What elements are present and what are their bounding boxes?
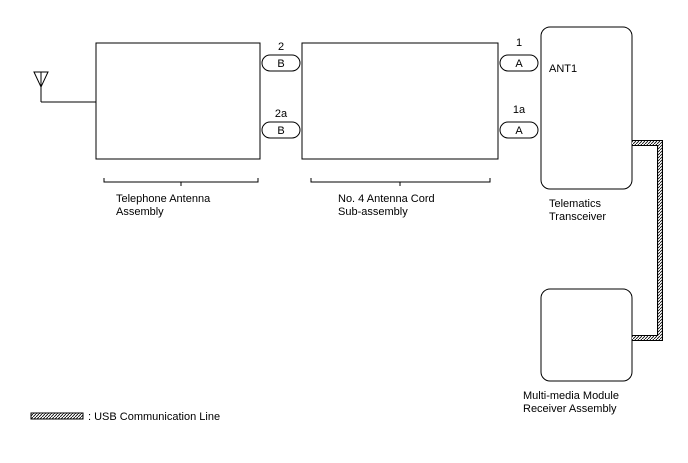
connector-a-top-letter: A	[515, 58, 523, 70]
connector-b-bottom-pin: 2a	[275, 108, 288, 120]
telematics-label-line2: Transceiver	[549, 211, 606, 223]
antenna-icon	[33, 71, 49, 102]
usb-communication-line	[632, 140, 663, 341]
connector-b-top-pin: 2	[278, 41, 284, 53]
antenna-cord-label-line1: No. 4 Antenna Cord	[338, 193, 435, 205]
connector-a-bottom-letter: A	[515, 125, 523, 137]
legend-usb-swatch	[30, 412, 84, 420]
ant1-label: ANT1	[549, 63, 577, 75]
antenna-cord-bracket	[310, 178, 491, 186]
connector-a-top: A 1	[499, 37, 539, 72]
antenna-cord-label-line2: Sub-assembly	[338, 206, 408, 218]
legend-text: : USB Communication Line	[88, 411, 220, 423]
connector-b-bottom-letter: B	[277, 125, 284, 137]
connector-b-bottom: B 2a	[261, 108, 301, 139]
telematics-label-line1: Telematics	[549, 198, 601, 210]
telephone-antenna-label-line2: Assembly	[116, 206, 164, 218]
telephone-antenna-label-line1: Telephone Antenna	[116, 193, 211, 205]
connector-b-top-letter: B	[277, 58, 284, 70]
antenna-cord-box	[301, 42, 499, 160]
connector-a-bottom-pin: 1a	[513, 104, 526, 116]
telematics-transceiver-box	[540, 26, 633, 190]
connector-b-top: B 2	[261, 41, 301, 72]
connector-a-bottom: A 1a	[499, 104, 539, 139]
multimedia-label-line1: Multi-media Module	[523, 390, 619, 402]
multimedia-receiver-box	[540, 288, 633, 382]
multimedia-label-line2: Receiver Assembly	[523, 403, 617, 415]
telephone-antenna-box	[95, 42, 261, 160]
legend: : USB Communication Line	[30, 411, 220, 423]
connector-a-top-pin: 1	[516, 37, 522, 49]
telephone-antenna-bracket	[103, 178, 259, 186]
